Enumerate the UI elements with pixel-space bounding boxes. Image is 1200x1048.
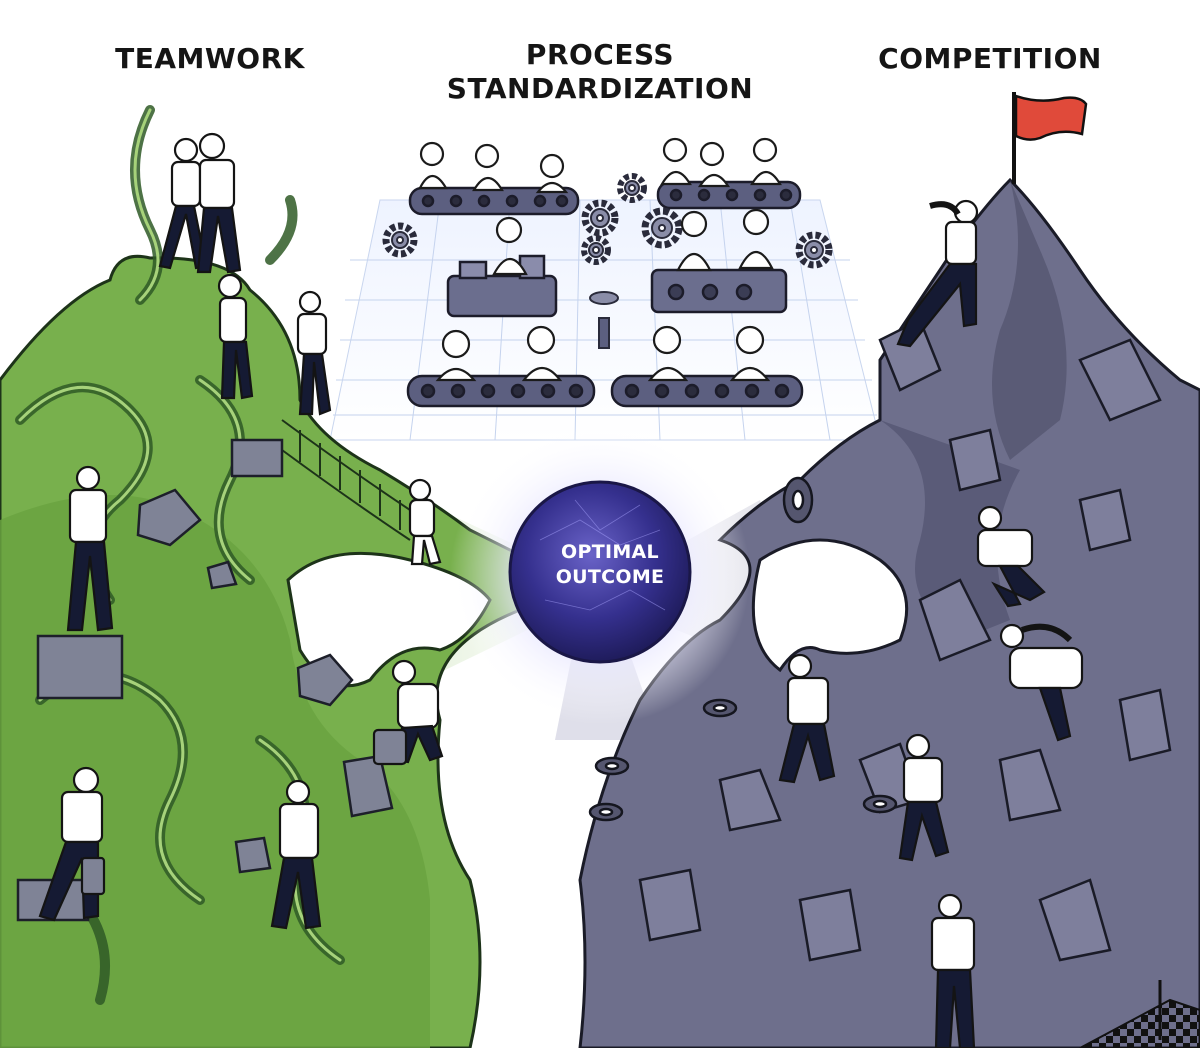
optimal-outcome-orb	[450, 425, 750, 725]
gear-icon	[382, 173, 833, 349]
person	[372, 659, 444, 766]
worker	[729, 325, 771, 382]
competition-title: COMPETITION	[878, 42, 1102, 75]
rope-bridge	[281, 419, 411, 541]
person	[217, 273, 254, 400]
conveyor-belts	[406, 180, 804, 408]
outcome-line-2: OUTCOME	[555, 566, 665, 588]
person	[38, 766, 106, 922]
worker	[418, 141, 448, 190]
conveyor-top-right	[656, 180, 802, 210]
person	[270, 779, 322, 930]
person	[778, 653, 836, 784]
factory-workers	[418, 137, 782, 382]
worker	[472, 143, 504, 192]
tire-icon	[588, 476, 898, 822]
optimal-outcome-label: OPTIMAL OUTCOME	[510, 540, 710, 590]
person	[898, 733, 950, 862]
worker	[521, 325, 563, 382]
person	[896, 199, 979, 348]
worker	[676, 210, 712, 272]
worker	[492, 216, 528, 276]
worker	[660, 137, 692, 186]
process-title-line-1: PROCESS	[525, 38, 675, 71]
person	[66, 465, 114, 632]
person	[408, 478, 442, 566]
process-title-line-2: STANDARDIZATION	[446, 72, 754, 105]
conveyor-bottom-right	[610, 374, 804, 408]
person	[158, 137, 208, 270]
person	[930, 893, 976, 1048]
competition-people	[778, 199, 1084, 1048]
person	[296, 290, 332, 416]
red-flag-icon	[1012, 92, 1088, 184]
worker	[647, 325, 689, 382]
teamwork-title: TEAMWORK	[115, 42, 305, 75]
checkered-finish-line-icon	[1079, 980, 1200, 1048]
worker	[750, 137, 782, 186]
process-standardization-title: PROCESS STANDARDIZATION	[430, 38, 770, 106]
person	[999, 623, 1084, 742]
conveyor-bottom-left	[406, 374, 596, 408]
person	[976, 505, 1046, 608]
worker	[738, 208, 774, 270]
worker	[697, 141, 731, 188]
worker	[535, 153, 569, 194]
teamwork-people	[38, 132, 444, 930]
worker	[435, 329, 477, 382]
conveyor-top-left	[408, 186, 580, 216]
machine-middle-right	[650, 268, 788, 314]
person	[196, 132, 242, 274]
outcome-line-1: OPTIMAL	[561, 541, 659, 563]
